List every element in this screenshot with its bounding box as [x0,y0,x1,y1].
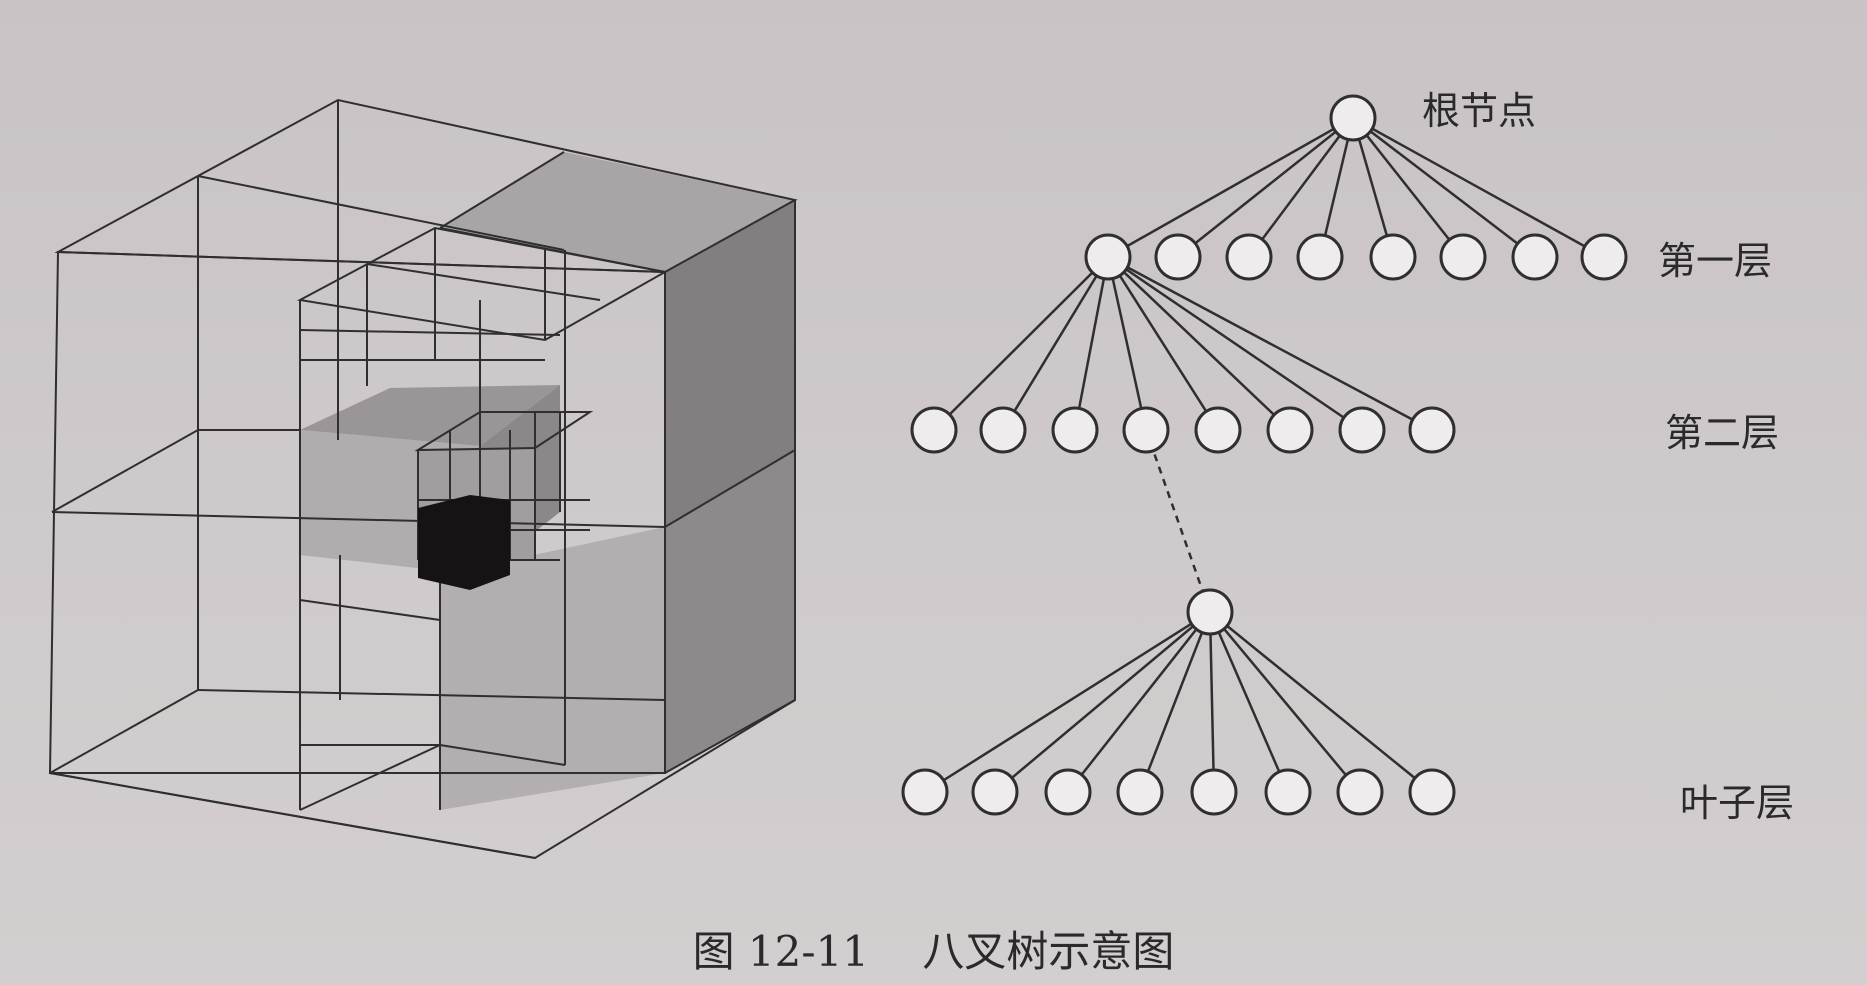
mid-plane-left [51,429,199,513]
edge-to-leaf-4 [1138,611,1212,793]
level1-node-2 [1154,233,1202,281]
level2-node-3 [1051,406,1099,454]
bottom-divider-d [439,744,566,766]
edge-level1-to-level2-7 [1107,255,1363,432]
outer-cube-bottom-edge [664,699,796,774]
top-divider-a [197,175,565,251]
level2-node-5 [1194,406,1242,454]
edge-root-to-level1-1 [1107,116,1354,259]
edge-level1-to-level2-3 [1073,256,1110,431]
edge-to-leaf-8 [1209,611,1433,793]
level2-node-8 [1408,406,1456,454]
mid-plane-front [51,449,796,529]
leaf-node-6 [1264,768,1312,816]
second-level-cube-top [296,226,668,342]
edge-to-leaf-5 [1208,611,1216,793]
lower-right-octant-front-face [440,527,665,810]
edge-root-to-level1-8 [1352,116,1605,259]
pre-leaf-parent-node [1186,588,1234,636]
leaf-node-1 [901,768,949,816]
edge-to-leaf-7 [1209,611,1361,793]
edge-to-leaf-2 [994,611,1211,793]
leaf-node-2 [971,768,1019,816]
edge-root-to-level1-7 [1352,117,1536,258]
edge-level1-to-level2-1 [933,256,1109,431]
root-node-label: 根节点 [1422,89,1537,133]
leaf-node-5 [1190,768,1238,816]
level2-node-1 [910,406,958,454]
lower-right-octant-side-face [665,450,795,773]
level1-node-4 [1296,233,1344,281]
edge-to-leaf-1 [924,610,1211,794]
level2-node-4 [1122,406,1170,454]
cube-wireframe [48,98,798,860]
first-level-label: 第一层 [1658,239,1773,283]
level1-node-7 [1511,233,1559,281]
edge-level1-to-level2-8 [1107,255,1433,432]
level1-node-8 [1580,233,1628,281]
bottom-divider-c [299,744,441,811]
leaf-node-8 [1408,768,1456,816]
third-level-cube [414,411,594,452]
edge-root-to-level1-5 [1351,117,1395,258]
second-level-divider-g [299,329,561,336]
mid-cube-top-face [300,385,560,446]
level2-node-6 [1266,406,1314,454]
level2-node-2 [979,406,1027,454]
bottom-divider-g [299,599,441,621]
bottom-divider-a [197,689,666,701]
figure-caption: 图 12-11 八叉树示意图 [692,927,1175,976]
edge-level1-to-level2-5 [1106,256,1220,431]
leaf-node-7 [1336,768,1384,816]
level2-node-7 [1338,406,1386,454]
edge-to-leaf-6 [1208,611,1290,793]
root-node [1329,94,1377,142]
second-level-divider-f [366,263,601,301]
level1-node-5 [1369,233,1417,281]
smallest-black-cube [418,495,510,590]
level1-node-3 [1225,233,1273,281]
dashed-ellipsis-edge [1144,429,1212,613]
top-divider-d [439,151,565,229]
second-level-label: 第二层 [1665,411,1780,455]
outer-cube-front-bottom [49,772,536,859]
leaf-node-4 [1116,768,1164,816]
upper-right-octant-side-face [665,200,795,527]
edge-to-leaf-3 [1067,611,1211,793]
leaf-node-3 [1044,768,1092,816]
edge-level1-to-level2-4 [1106,256,1148,431]
edge-root-to-level1-6 [1352,117,1464,258]
level1-node-6 [1439,233,1487,281]
leaf-level-label: 叶子层 [1680,781,1795,825]
edge-root-to-level1-2 [1177,117,1354,258]
edge-level1-to-level2-6 [1107,256,1291,431]
bottom-divider-b [49,689,199,774]
edge-root-to-level1-3 [1247,117,1355,258]
edge-root-to-level1-4 [1318,117,1355,258]
level1-node-1 [1084,233,1132,281]
edge-level1-to-level2-2 [1001,256,1110,431]
